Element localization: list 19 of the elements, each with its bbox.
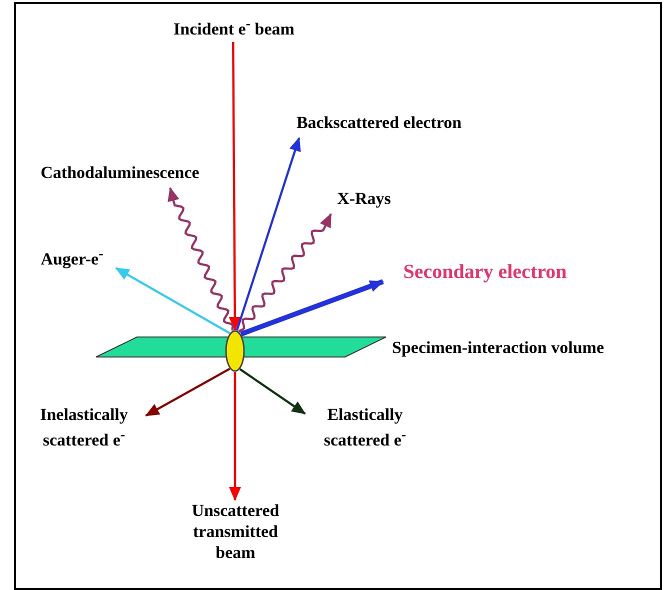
signal-label: Backscattered electron <box>272 112 486 133</box>
signal-label: Inelastically scattered e$^{-}$ <box>22 404 146 451</box>
specimen-label: Specimen-interaction volume <box>392 337 605 358</box>
beam-label: Incident e$^{-}$ beam <box>148 14 320 40</box>
beam-label: Unscattered transmitted beam <box>178 500 293 563</box>
signal-label: X-Rays <box>328 188 400 209</box>
arrow <box>236 137 301 331</box>
signal-label: Secondary electron <box>383 262 587 283</box>
arrow <box>228 42 241 331</box>
arrow <box>229 372 241 501</box>
arrow <box>145 368 230 417</box>
signal-label: Elastically scattered e$^{-}$ <box>305 404 425 451</box>
signal-label: Auger-e$^{-}$ <box>28 244 116 270</box>
wavy-arrow <box>238 213 332 332</box>
arrow <box>239 368 306 415</box>
wavy-arrow <box>168 187 234 331</box>
arrow <box>115 267 230 334</box>
arrow <box>240 279 384 336</box>
signal-label: Cathodaluminescence <box>20 162 220 183</box>
